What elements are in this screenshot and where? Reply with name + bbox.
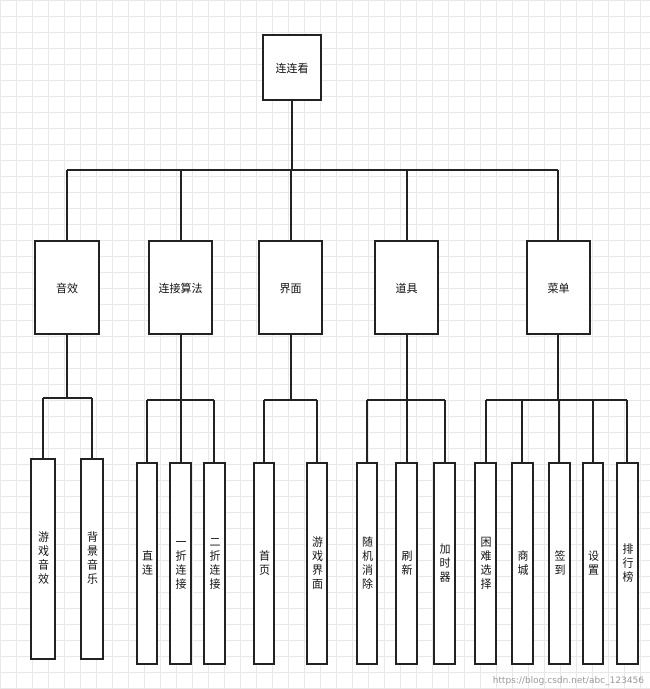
leaf-label: 排行榜	[621, 542, 634, 585]
leaf-label: 一折连接	[174, 535, 187, 592]
leaf-label: 签到	[553, 549, 566, 578]
leaf-bgm: 背景音乐	[80, 458, 104, 660]
leaf-label: 随机消除	[360, 535, 374, 592]
root-node: 连连看	[262, 34, 322, 101]
root-label: 连连看	[275, 61, 309, 75]
category-props: 道具	[374, 240, 439, 335]
leaf-label: 游戏界面	[310, 535, 324, 592]
leaf-check-in: 签到	[548, 462, 571, 665]
leaf-direct-link: 直连	[136, 462, 158, 665]
leaf-label: 商城	[516, 549, 529, 578]
category-label: 音效	[56, 281, 78, 295]
leaf-leaderboard: 排行榜	[616, 462, 639, 665]
leaf-home-page: 首页	[253, 462, 275, 665]
leaf-label: 直连	[140, 549, 154, 578]
category-link-algorithm: 连接算法	[148, 240, 213, 335]
category-label: 连接算法	[158, 281, 203, 295]
leaf-two-turn-link: 二折连接	[203, 462, 226, 665]
category-menu: 菜单	[526, 240, 591, 335]
leaf-label: 首页	[257, 549, 271, 578]
category-label: 菜单	[547, 281, 570, 295]
category-label: 界面	[279, 281, 302, 295]
leaf-random-clear: 随机消除	[356, 462, 378, 665]
leaf-settings: 设置	[582, 462, 604, 665]
category-label: 道具	[395, 281, 418, 295]
watermark: https://blog.csdn.net/abc_123456	[492, 676, 644, 686]
leaf-refresh: 刷新	[395, 462, 418, 665]
leaf-game-sound: 游戏音效	[30, 458, 56, 660]
leaf-time-extender: 加时器	[433, 462, 456, 665]
leaf-label: 设置	[586, 549, 600, 578]
category-interface: 界面	[258, 240, 323, 335]
leaf-label: 游戏音效	[36, 531, 50, 587]
leaf-label: 背景音乐	[85, 531, 99, 587]
leaf-label: 刷新	[400, 549, 413, 578]
category-audio: 音效	[34, 240, 100, 335]
leaf-shop: 商城	[511, 462, 534, 665]
leaf-label: 二折连接	[208, 535, 221, 592]
leaf-label: 困难选择	[479, 535, 492, 592]
leaf-one-turn-link: 一折连接	[169, 462, 192, 665]
leaf-label: 加时器	[438, 542, 451, 585]
leaf-difficulty-select: 困难选择	[474, 462, 497, 665]
leaf-game-screen: 游戏界面	[306, 462, 328, 665]
